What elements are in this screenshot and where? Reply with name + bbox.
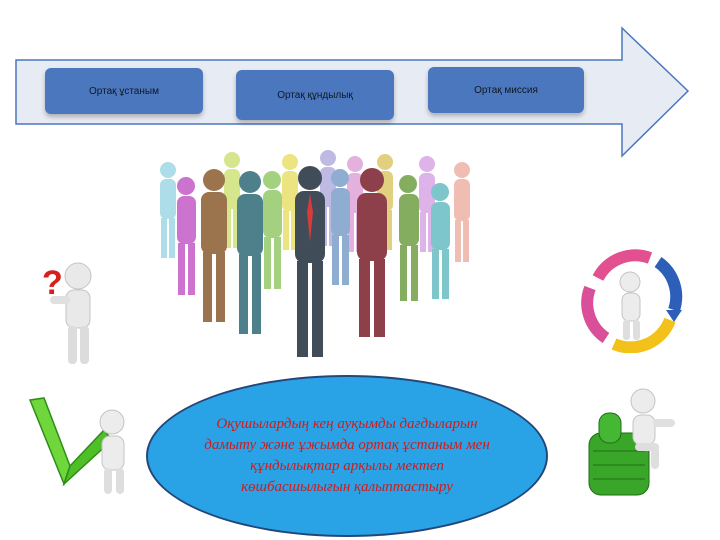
step-label: Ортақ ұстаным bbox=[89, 85, 159, 97]
step-label: Ортақ құндылық bbox=[277, 89, 353, 101]
cycle-arrows-figure-icon bbox=[581, 249, 683, 353]
checkmark-figure-icon bbox=[28, 397, 125, 494]
step-label: Ортақ миссия bbox=[474, 84, 538, 96]
thumbs-up-figure-icon bbox=[588, 388, 675, 496]
step-shared-value: Ортақ құндылық bbox=[236, 70, 394, 120]
step-shared-position: Ортақ ұстаным bbox=[45, 68, 203, 114]
people-crowd-illustration bbox=[160, 150, 470, 357]
question-mark-figure-icon: ? bbox=[42, 262, 92, 364]
step-shared-mission: Ортақ миссия bbox=[428, 67, 584, 113]
goal-ellipse: Оқушылардың кең ауқымды дағдыларын дамыт… bbox=[146, 375, 548, 537]
goal-text: Оқушылардың кең ауқымды дағдыларын дамыт… bbox=[204, 416, 490, 495]
svg-text:?: ? bbox=[42, 264, 63, 302]
